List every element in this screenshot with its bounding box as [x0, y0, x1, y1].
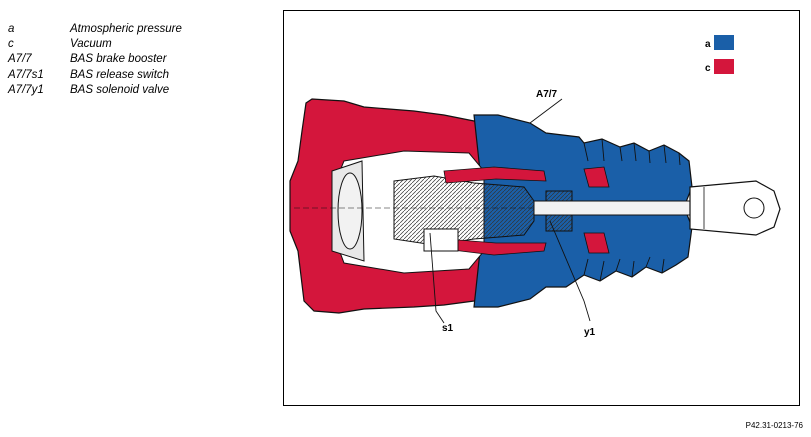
release-switch	[423, 228, 459, 252]
legend-text: Atmospheric pressure	[70, 23, 182, 35]
key-label: a	[705, 39, 711, 50]
vacuum-pocket	[583, 232, 610, 254]
figure-reference: P42.31-0213-76	[745, 421, 803, 430]
legend-text: Vacuum	[70, 38, 112, 51]
legend-code: A7/7	[8, 53, 32, 66]
legend-code: c	[8, 38, 14, 51]
clevis-pin-hole	[743, 197, 765, 219]
key-swatch-vacuum	[714, 59, 734, 74]
leader-lines	[429, 98, 591, 324]
callout-booster: A7/7	[536, 89, 558, 100]
key-label: c	[705, 63, 711, 74]
callout-valve: y1	[584, 327, 596, 338]
piston-disc	[337, 172, 363, 250]
vacuum-channel	[443, 166, 547, 184]
vacuum-pocket	[583, 166, 610, 188]
legend-code: a	[8, 23, 15, 35]
legend-row: A7/7y1 BAS solenoid valve	[8, 83, 182, 98]
diagram-frame: a c A7/7 s1 y1	[283, 10, 800, 406]
clevis	[689, 180, 781, 236]
legend-row: A7/7s1 BAS release switch	[8, 68, 182, 83]
legend-code: A7/7y1	[8, 83, 44, 96]
legend-row: c Vacuum	[8, 37, 182, 52]
legend-text: BAS brake booster	[70, 53, 167, 66]
legend-text: BAS solenoid valve	[70, 83, 170, 96]
legend: a Atmospheric pressure c Vacuum A7/7 BAS…	[8, 22, 182, 98]
callout-switch: s1	[442, 323, 454, 334]
legend-text: BAS release switch	[70, 68, 170, 81]
push-rod	[533, 200, 693, 216]
bellows	[583, 138, 681, 282]
legend-row: A7/7 BAS brake booster	[8, 52, 182, 67]
key-swatch-atmospheric	[714, 35, 734, 50]
legend-code: A7/7s1	[8, 68, 44, 81]
valve-body	[393, 175, 535, 246]
legend-row: a Atmospheric pressure	[8, 22, 182, 37]
brake-booster-cutaway: a c A7/7 s1 y1	[289, 35, 781, 338]
